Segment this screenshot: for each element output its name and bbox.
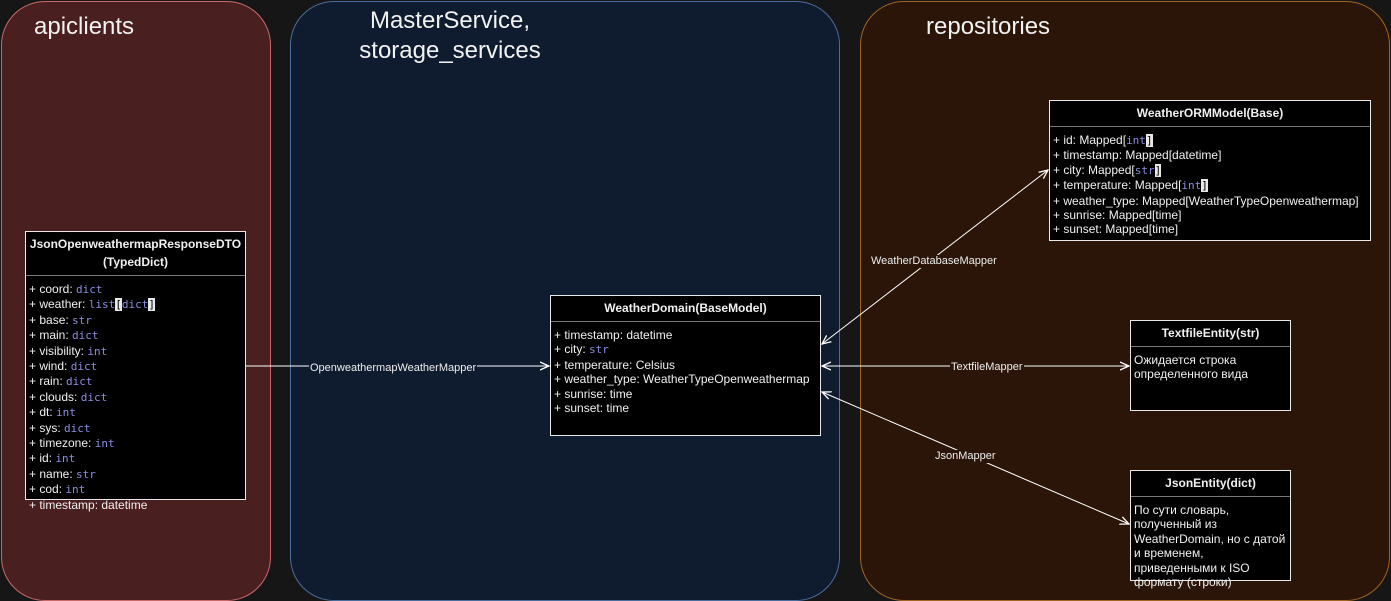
attr-row: + dt: int xyxy=(29,405,76,420)
attr-row: + weather_type: WeatherTypeOpenweatherma… xyxy=(554,372,810,387)
class-attributes: + timestamp: datetime + city: str + temp… xyxy=(551,322,820,421)
group-title-master-service: MasterService, storage_services xyxy=(300,6,600,66)
class-title: WeatherORMModel(Base) xyxy=(1050,101,1370,127)
attr-row: + base: str xyxy=(29,312,92,327)
attr-row: + coord: dict xyxy=(29,282,103,296)
attr-row: + city: str xyxy=(554,342,609,357)
class-weather-orm-model[interactable]: WeatherORMModel(Base) + id: Mapped[int] … xyxy=(1049,100,1371,241)
group-title-line2: storage_services xyxy=(359,37,541,64)
attr-row: + id: Mapped[int] xyxy=(1053,133,1153,147)
attr-row: + sunrise: time xyxy=(554,386,633,401)
edge-label-database: WeatherDatabaseMapper xyxy=(870,255,998,268)
class-title: JsonOpenweathermapResponseDTO xyxy=(29,237,242,251)
class-textfile-entity[interactable]: TextfileEntity(str) Ожидается строка опр… xyxy=(1130,320,1291,411)
attr-row: + main: dict xyxy=(29,328,99,343)
attr-row: + wind: dict xyxy=(29,359,98,374)
class-title: WeatherDomain(BaseModel) xyxy=(551,296,820,322)
class-title: TextfileEntity(str) xyxy=(1131,321,1290,347)
group-title-repositories: repositories xyxy=(926,13,1051,40)
class-weather-domain[interactable]: WeatherDomain(BaseModel) + timestamp: da… xyxy=(550,295,821,436)
attr-row: + sunrise: Mapped[time] xyxy=(1053,208,1182,223)
attr-row: + id: int xyxy=(29,451,76,466)
class-title: JsonEntity(dict) xyxy=(1131,471,1290,497)
edge-label-textfile: TextfileMapper xyxy=(950,361,1024,374)
attr-row: + rain: dict xyxy=(29,374,93,389)
class-note: Ожидается строка определенного вида xyxy=(1134,353,1249,382)
edge-label-json: JsonMapper xyxy=(934,450,997,463)
class-json-entity[interactable]: JsonEntity(dict) По сути словарь, получе… xyxy=(1130,470,1291,589)
attr-row: + name: str xyxy=(29,466,96,481)
attr-row: + weather_type: Mapped[WeatherTypeOpenwe… xyxy=(1053,193,1359,208)
attr-row: + weather: list[dict]list[dict] xyxy=(29,297,155,312)
attr-row: + visibility: int xyxy=(29,343,108,358)
class-note: По сути словарь, полученный из WeatherDo… xyxy=(1134,503,1286,590)
edge-label-openweathermap: OpenweathermapWeatherMapper xyxy=(309,362,478,375)
attr-row: + timestamp: datetime xyxy=(554,328,673,342)
attr-row: + temperature: Celsius xyxy=(554,357,676,372)
attr-row: + temperature: Mapped[int] xyxy=(1053,178,1208,193)
class-header: JsonOpenweathermapResponseDTO (TypedDict… xyxy=(26,232,245,276)
attr-row: + sys: dict xyxy=(29,420,91,435)
attr-row: + cod: int xyxy=(29,482,86,497)
class-json-openweathermap-dto[interactable]: JsonOpenweathermapResponseDTO (TypedDict… xyxy=(25,231,246,512)
group-title-line1: MasterService, xyxy=(369,7,531,34)
attr-row: + city: Mapped[str] xyxy=(1053,162,1162,177)
attr-row: + sunset: Mapped[time] xyxy=(1053,222,1179,237)
class-attributes: + coord: dict + weather: list[dict]list[… xyxy=(26,276,245,518)
attr-row: + timezone: int xyxy=(29,436,115,451)
attr-row: + sunset: time xyxy=(554,401,630,416)
class-subtitle: (TypedDict) xyxy=(102,255,169,269)
group-title-apiclients: apiclients xyxy=(34,13,135,40)
attr-row: + timestamp: datetime xyxy=(29,497,148,512)
class-attributes: + id: Mapped[int] + timestamp: Mapped[da… xyxy=(1050,127,1370,243)
attr-row: + clouds: dict xyxy=(29,389,108,404)
attr-row: + timestamp: Mapped[datetime] xyxy=(1053,148,1222,163)
